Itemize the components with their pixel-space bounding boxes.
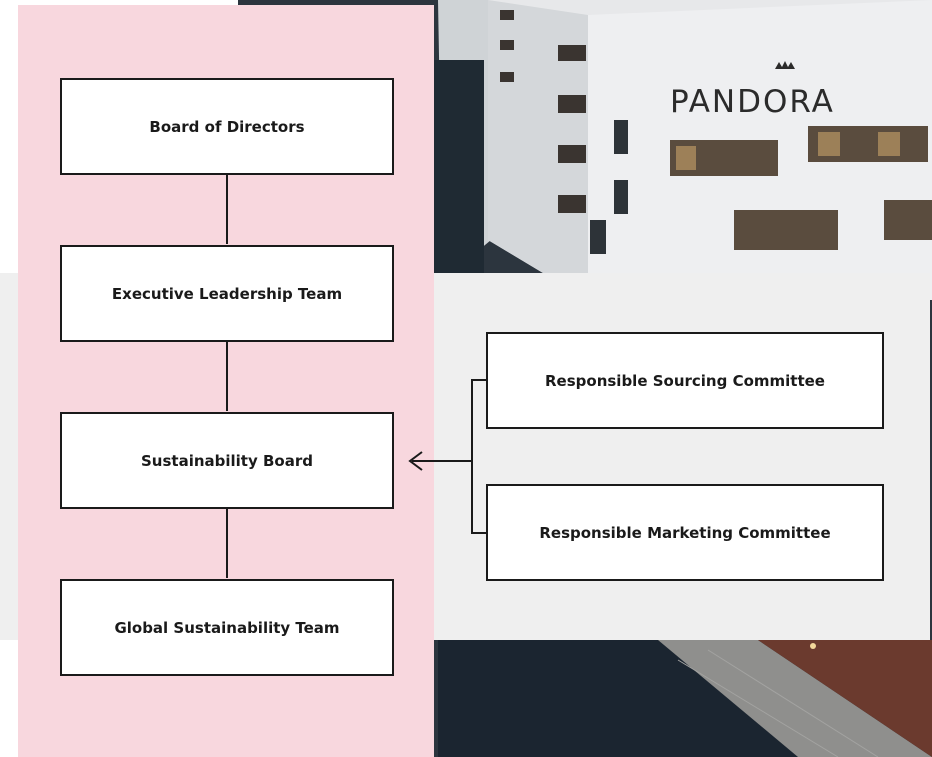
building-sign: PANDORA (670, 84, 835, 120)
sustainability-board-box: Sustainability Board (60, 412, 394, 509)
box-label: Board of Directors (149, 117, 305, 136)
box-label: Responsible Marketing Committee (539, 523, 831, 542)
connector-line (226, 174, 228, 244)
box-label: Responsible Sourcing Committee (545, 371, 825, 390)
responsible-sourcing-committee-box: Responsible Sourcing Committee (486, 332, 884, 429)
responsible-marketing-committee-box: Responsible Marketing Committee (486, 484, 884, 581)
connector-line (226, 508, 228, 578)
global-sustainability-team-box: Global Sustainability Team (60, 579, 394, 676)
box-label: Global Sustainability Team (114, 618, 340, 637)
box-label: Executive Leadership Team (111, 284, 343, 303)
box-label: Sustainability Board (141, 451, 313, 470)
crown-icon (775, 61, 795, 69)
executive-leadership-team-box: Executive Leadership Team (60, 245, 394, 342)
connector-line (226, 341, 228, 411)
board-of-directors-box: Board of Directors (60, 78, 394, 175)
